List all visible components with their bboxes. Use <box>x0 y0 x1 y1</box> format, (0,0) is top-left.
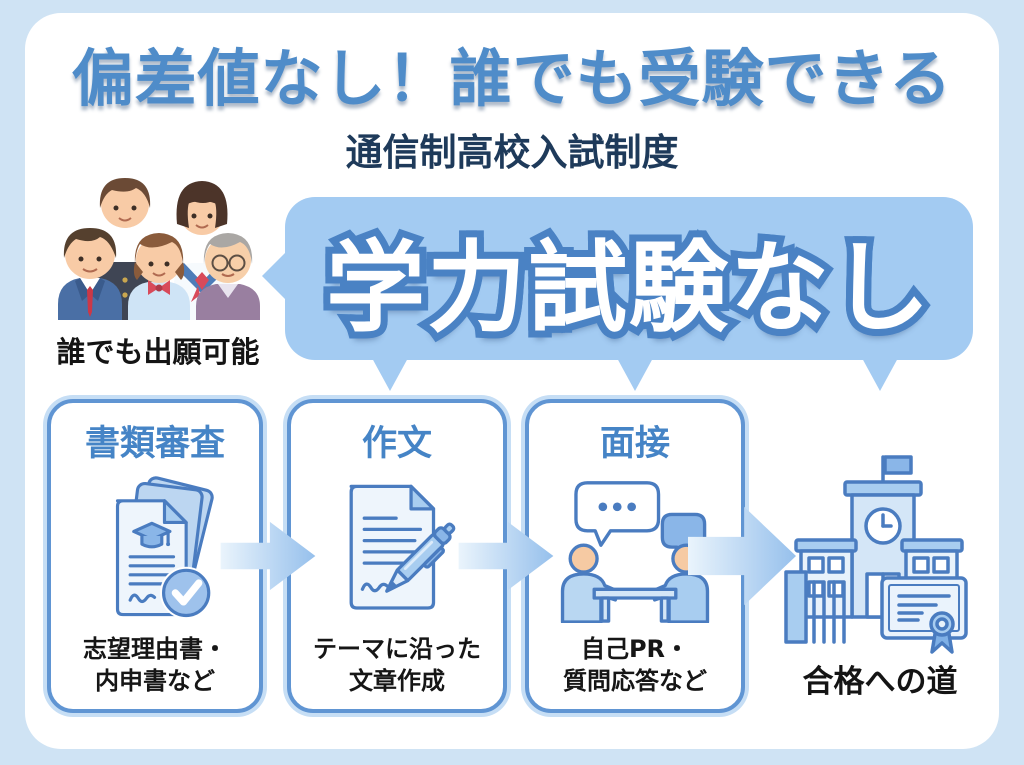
certificate-icon <box>880 576 968 654</box>
step-title: 作文 <box>361 424 432 464</box>
highlight-text-outline: 学力試験なし <box>319 224 937 353</box>
highlight-text: 学力試験なし <box>326 230 932 346</box>
highlight-bubble: 学力試験なし 学力試験なし <box>262 197 973 391</box>
step-title: 書類審査 <box>84 424 225 464</box>
applicants-caption: 誰でも出願可能 <box>56 335 260 369</box>
bubble-tail-down-1 <box>372 358 408 391</box>
school-building-icon <box>784 455 968 654</box>
page-title: 偏差値なし！誰でも受験できる <box>71 42 953 115</box>
page-subtitle: 通信制高校入試制度 <box>345 131 679 174</box>
bubble-tail-down-3 <box>862 358 898 391</box>
bubble-tail-left <box>262 251 287 301</box>
student-boy-figure <box>96 178 154 320</box>
step-description: 志望理由書・ 内申書など <box>83 635 227 695</box>
check-circle-icon <box>159 566 213 620</box>
bubble-tail-down-2 <box>617 358 653 391</box>
gate-pillar <box>784 570 808 644</box>
flow-arrow-icon <box>688 506 796 606</box>
step-description: 自己PR・ 質問応答など <box>563 635 707 695</box>
woman-figure <box>128 233 190 320</box>
clock-icon <box>864 507 902 545</box>
pen-icon <box>384 522 455 593</box>
flow-arrow-icon <box>458 521 554 591</box>
gate-bars <box>812 580 846 644</box>
applicants-illustration <box>58 178 260 320</box>
flow-arrow-icon <box>220 521 316 591</box>
graduation-cap-icon <box>132 521 172 549</box>
document-stack-check-icon <box>115 476 214 620</box>
suit-man-figure <box>58 228 122 320</box>
elderly-woman-figure <box>196 233 260 320</box>
essay-pen-icon <box>349 484 455 610</box>
goal-caption: 合格への道 <box>802 664 958 700</box>
flag-icon <box>883 455 913 475</box>
step-description: テーマに沿った 文章作成 <box>313 635 481 695</box>
step-title: 面接 <box>599 424 670 464</box>
